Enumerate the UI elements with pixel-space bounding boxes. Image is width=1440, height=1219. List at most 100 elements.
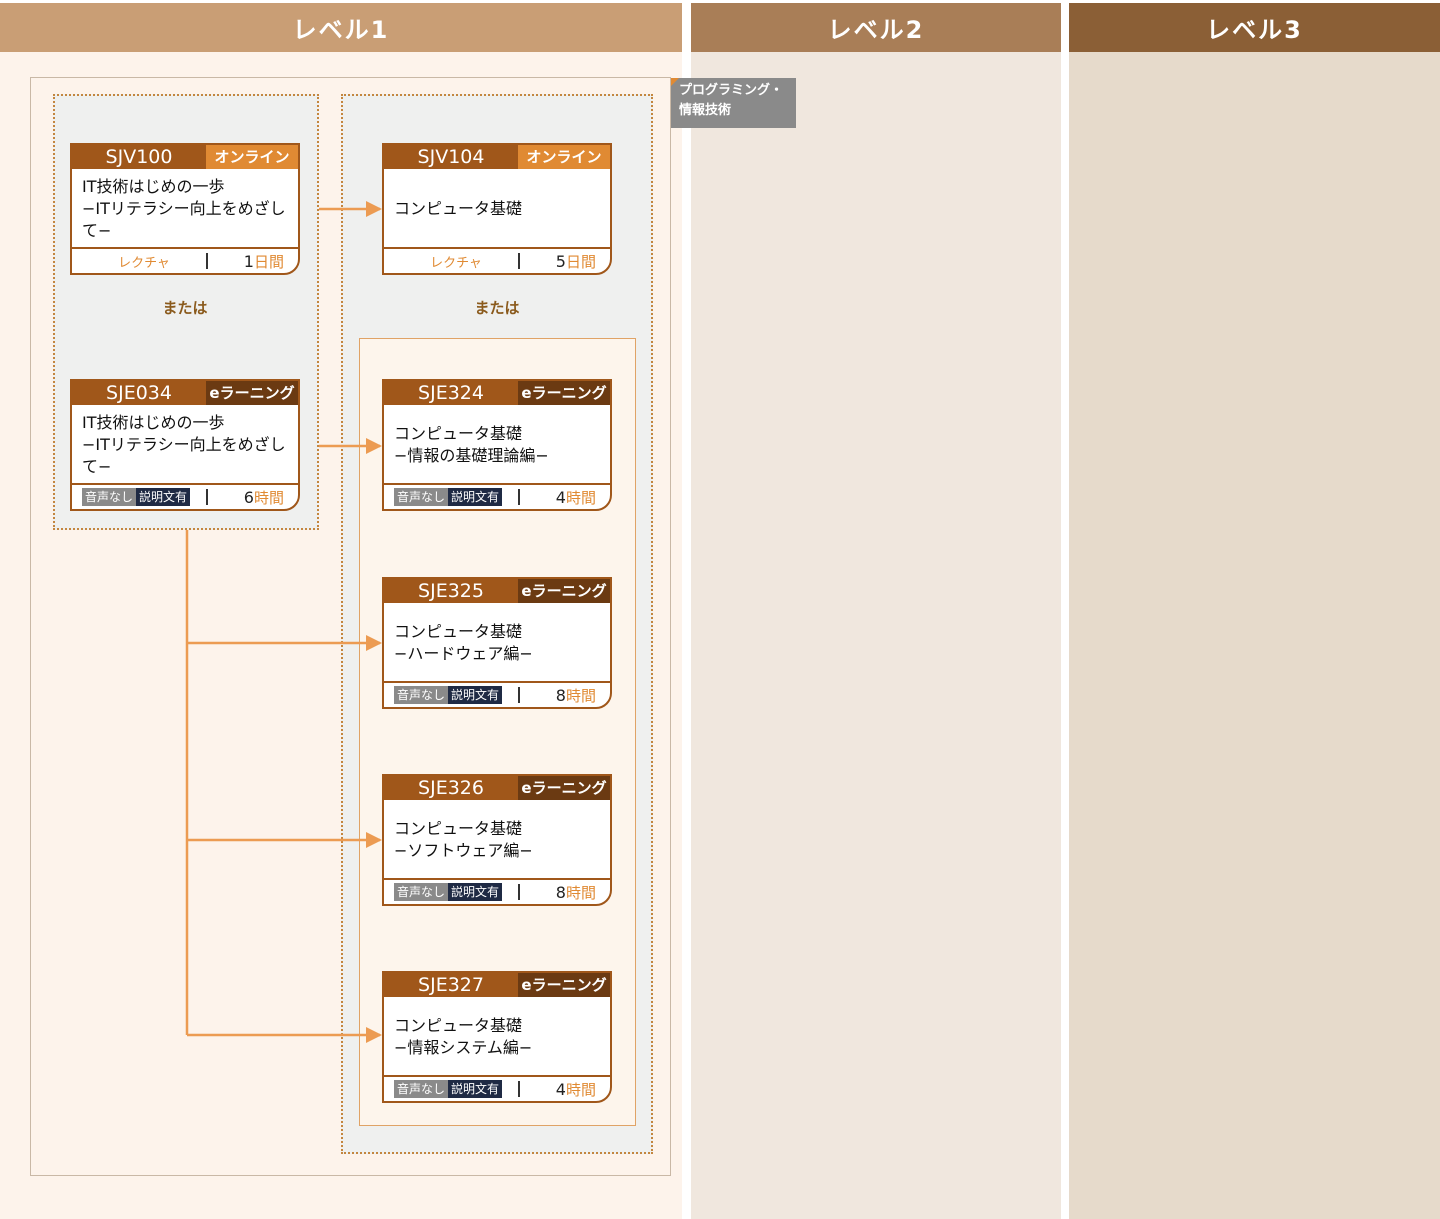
course-card-sjv100[interactable]: SJV100 オンライン IT技術はじめの一歩 −ITリテラシー向上をめざして−… [70, 143, 300, 275]
course-code: SJE324 [418, 382, 484, 404]
course-title-line1: IT技術はじめの一歩 [82, 413, 225, 432]
course-duration: 6時間 [208, 487, 298, 508]
course-card-sje324[interactable]: SJE324 eラーニング コンピュータ基礎 −情報の基礎理論編− 音声なし説明… [382, 379, 612, 511]
delivery-mode: eラーニング [206, 381, 298, 405]
course-card-sje327[interactable]: SJE327 eラーニング コンピュータ基礎 −情報システム編− 音声なし説明文… [382, 971, 612, 1103]
course-title: コンピュータ基礎 −ハードウェア編− [384, 603, 610, 683]
delivery-mode: eラーニング [518, 579, 610, 603]
card-footer: 音声なし説明文有 8時間 [384, 878, 610, 904]
course-code: SJV104 [417, 146, 485, 168]
course-title: コンピュータ基礎 −ソフトウェア編− [384, 800, 610, 880]
duration-number: 8 [555, 882, 566, 902]
delivery-mode: eラーニング [518, 776, 610, 800]
course-title-line2: −ソフトウェア編− [394, 841, 533, 860]
no-audio-badge: 音声なし [394, 488, 449, 506]
footer-divider [206, 489, 208, 505]
text-explanation-badge: 説明文有 [448, 686, 503, 704]
duration-number: 8 [555, 685, 566, 705]
delivery-mode: オンライン [206, 145, 298, 169]
or-label-left: または [162, 299, 208, 317]
card-footer: 音声なし説明文有 6時間 [72, 483, 298, 509]
column-header-level-1: レベル1 [0, 3, 682, 52]
course-duration: 4時間 [520, 487, 610, 508]
course-title-line2: −ハードウェア編− [394, 644, 533, 663]
text-explanation-badge: 説明文有 [448, 1080, 503, 1098]
no-audio-badge: 音声なし [394, 883, 449, 901]
course-title-line1: コンピュータ基礎 [394, 1016, 523, 1035]
footer-divider [518, 253, 520, 269]
course-title-line1: IT技術はじめの一歩 [82, 177, 225, 196]
category-tag-label: プログラミング・情報技術 [679, 83, 784, 118]
course-duration: 8時間 [520, 685, 610, 706]
duration-number: 6 [243, 487, 254, 507]
card-header: SJV100 オンライン [72, 145, 298, 169]
course-card-sje034[interactable]: SJE034 eラーニング IT技術はじめの一歩 −ITリテラシー向上をめざして… [70, 379, 300, 511]
course-format: レクチャ [430, 255, 482, 271]
column-level-2: レベル2 [691, 0, 1061, 1219]
duration-unit: 時間 [565, 488, 596, 507]
course-title-line1: コンピュータ基礎 [394, 199, 523, 218]
course-title-line1: コンピュータ基礎 [394, 424, 523, 443]
category-tag: プログラミング・情報技術 [671, 78, 796, 128]
column-header-level-3: レベル3 [1069, 3, 1440, 52]
duration-unit: 時間 [565, 883, 596, 902]
course-format: レクチャ [118, 255, 170, 271]
column-header-level-2: レベル2 [691, 3, 1061, 52]
course-title-line2: −ITリテラシー向上をめざして− [82, 435, 286, 476]
card-footer: 音声なし説明文有 4時間 [384, 1075, 610, 1101]
card-footer: 音声なし説明文有 8時間 [384, 681, 610, 707]
card-header: SJV104 オンライン [384, 145, 610, 169]
or-label-right: または [474, 299, 520, 317]
course-code: SJE034 [106, 382, 172, 404]
course-title-line1: コンピュータ基礎 [394, 819, 523, 838]
course-title-line2: −情報の基礎理論編− [394, 446, 549, 465]
course-title: IT技術はじめの一歩 −ITリテラシー向上をめざして− [72, 405, 298, 485]
column-level-3: レベル3 [1069, 0, 1440, 1219]
course-card-sje325[interactable]: SJE325 eラーニング コンピュータ基礎 −ハードウェア編− 音声なし説明文… [382, 577, 612, 709]
column-body-level-2 [691, 52, 1061, 1219]
course-duration: 4時間 [520, 1079, 610, 1100]
course-title: IT技術はじめの一歩 −ITリテラシー向上をめざして− [72, 169, 298, 249]
text-explanation-badge: 説明文有 [448, 883, 503, 901]
duration-unit: 日間 [565, 252, 596, 271]
course-card-sjv104[interactable]: SJV104 オンライン コンピュータ基礎 レクチャ 5日間 [382, 143, 612, 275]
footer-divider [518, 1081, 520, 1097]
course-code: SJE327 [418, 974, 484, 996]
duration-unit: 時間 [253, 488, 284, 507]
category-frame [30, 77, 671, 1176]
duration-number: 5 [555, 251, 566, 271]
text-explanation-badge: 説明文有 [448, 488, 503, 506]
duration-number: 1 [243, 251, 254, 271]
course-duration: 1日間 [208, 251, 298, 272]
card-footer: レクチャ 5日間 [384, 247, 610, 273]
course-duration: 5日間 [520, 251, 610, 272]
course-card-sje326[interactable]: SJE326 eラーニング コンピュータ基礎 −ソフトウェア編− 音声なし説明文… [382, 774, 612, 906]
duration-unit: 日間 [253, 252, 284, 271]
card-footer: レクチャ 1日間 [72, 247, 298, 273]
course-title: コンピュータ基礎 [384, 169, 610, 249]
format-badges: 音声なし説明文有 [384, 1080, 518, 1098]
course-duration: 8時間 [520, 882, 610, 903]
delivery-mode: eラーニング [518, 381, 610, 405]
footer-divider [518, 687, 520, 703]
format-cell: レクチャ [72, 252, 206, 271]
format-cell: レクチャ [384, 252, 518, 271]
category-tag-corner [671, 78, 679, 86]
card-header: SJE325 eラーニング [384, 579, 610, 603]
column-body-level-3 [1069, 52, 1440, 1219]
footer-divider [206, 253, 208, 269]
no-audio-badge: 音声なし [394, 686, 449, 704]
course-title: コンピュータ基礎 −情報の基礎理論編− [384, 405, 610, 485]
course-title-line2: −情報システム編− [394, 1038, 533, 1057]
card-header: SJE034 eラーニング [72, 381, 298, 405]
card-header: SJE326 eラーニング [384, 776, 610, 800]
course-code: SJE326 [418, 777, 484, 799]
no-audio-badge: 音声なし [394, 1080, 449, 1098]
delivery-mode: オンライン [518, 145, 610, 169]
footer-divider [518, 489, 520, 505]
duration-unit: 時間 [565, 686, 596, 705]
course-title-line1: コンピュータ基礎 [394, 622, 523, 641]
delivery-mode: eラーニング [518, 973, 610, 997]
format-badges: 音声なし説明文有 [384, 488, 518, 506]
text-explanation-badge: 説明文有 [136, 488, 191, 506]
